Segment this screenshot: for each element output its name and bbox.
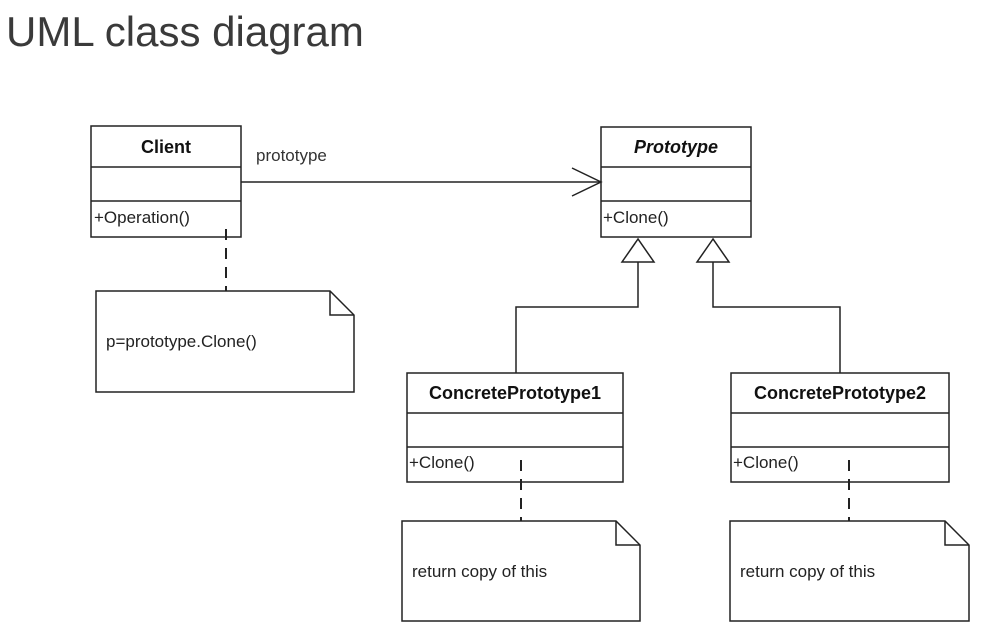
- note-concrete-prototype2: return copy of this: [729, 520, 970, 622]
- class-concrete-prototype2-operation: +Clone(): [733, 453, 799, 472]
- class-concrete-prototype1: ConcretePrototype1 +Clone(): [406, 372, 624, 483]
- page-title: UML class diagram: [6, 8, 364, 55]
- class-prototype: Prototype +Clone(): [600, 126, 752, 238]
- class-concrete-prototype1-operation: +Clone(): [409, 453, 475, 472]
- class-client-operation: +Operation(): [94, 208, 190, 227]
- generalization-concrete1: [515, 237, 656, 373]
- note-concrete-prototype2-text: return copy of this: [740, 562, 875, 581]
- class-concrete-prototype1-name: ConcretePrototype1: [429, 383, 601, 403]
- generalization-concrete2: [695, 237, 841, 373]
- class-client-name: Client: [141, 137, 191, 157]
- class-prototype-operation: +Clone(): [603, 208, 669, 227]
- association-label: prototype: [256, 146, 327, 165]
- class-concrete-prototype2-name: ConcretePrototype2: [754, 383, 926, 403]
- class-prototype-name: Prototype: [634, 137, 718, 157]
- association-client-prototype: prototype: [241, 146, 603, 197]
- note-client-text: p=prototype.Clone(): [106, 332, 257, 351]
- class-concrete-prototype2: ConcretePrototype2 +Clone(): [730, 372, 950, 483]
- open-arrowhead: [571, 167, 603, 197]
- note-concrete-prototype1-text: return copy of this: [412, 562, 547, 581]
- note-client: p=prototype.Clone(): [95, 290, 355, 393]
- inheritance-triangle: [620, 237, 656, 263]
- note-concrete-prototype1: return copy of this: [401, 520, 641, 622]
- class-client: Client +Operation(): [90, 125, 242, 238]
- inheritance-triangle: [695, 237, 731, 263]
